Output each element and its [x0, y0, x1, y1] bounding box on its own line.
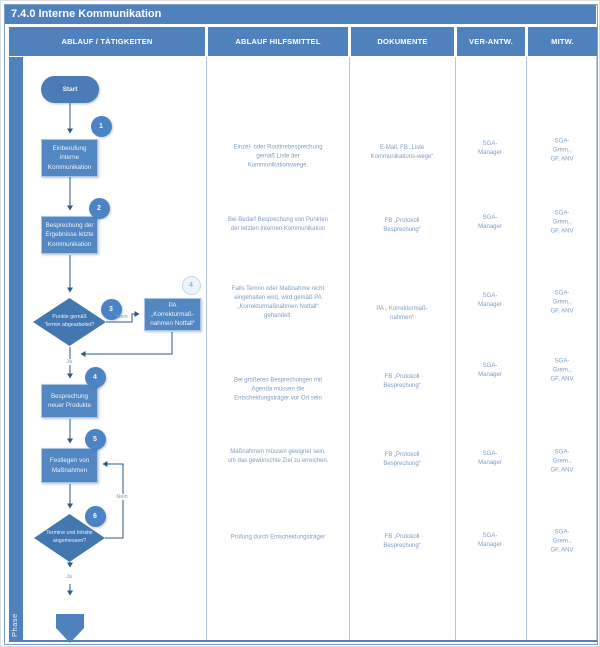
participants-cell-1: SGA- Grem., GF, ANV	[550, 138, 574, 163]
step1-box: Einberufung interne Kommunikation	[41, 139, 98, 177]
documents-cell-1: E-Mail, FB „Liste Kommunikations-wege“	[370, 145, 434, 160]
step4-number: 4	[84, 366, 106, 388]
start-node: Start	[41, 76, 99, 103]
participants-cell-5: SGA- Grem., GF, ANV	[550, 449, 574, 474]
table-right-border	[596, 57, 597, 640]
decision3-diamond	[33, 298, 106, 346]
step5-number: 5	[84, 428, 106, 450]
decision6-yes-label: Ja	[65, 574, 73, 580]
column-header-activities: ABLAUF / TÄTIGKEITEN	[9, 27, 205, 56]
decision6-no-label: Nein	[115, 494, 129, 500]
participants-cell-4: SGA- Grem., GF, ANV	[550, 358, 574, 383]
decision3-number: 3	[100, 298, 122, 320]
tools-cell-1: Einzel- oder Routinebesprechung gemäß Li…	[233, 144, 323, 169]
responsible-cell-2: SGA- Manager	[478, 215, 502, 230]
arrow-decision6-no	[102, 461, 124, 539]
offpage-connector	[56, 614, 84, 643]
tools-cell-6: Prüfung durch Entscheidungsträger	[230, 534, 326, 541]
tools-cell-3: Falls Termin oder Maßnahme nicht eingeha…	[231, 286, 325, 319]
page-border	[4, 4, 598, 645]
column-separator	[455, 57, 456, 640]
column-separator	[206, 57, 207, 640]
responsible-cell-1: SGA- Manager	[478, 141, 502, 156]
column-header-documents: DOKUMENTE	[351, 27, 454, 56]
step2-box: Besprechung der Ergebnisse letzte Kommun…	[41, 216, 98, 254]
documents-cell-2: FB „Protokoll Besprechung“	[383, 218, 421, 233]
phase-bar	[9, 57, 23, 640]
tools-cell-4: Bei größeren Besprechungen mit Agenda mü…	[233, 377, 323, 402]
documents-cell-3: PA „ Korrekturmaß- nahmen“	[376, 306, 428, 321]
step1-number: 1	[90, 115, 112, 137]
column-separator	[349, 57, 350, 640]
responsible-cell-3: SGA- Manager	[478, 293, 502, 308]
tools-cell-2: Bei Bedarf Besprechung von Punkten der l…	[227, 217, 329, 232]
column-header-responsible: VER-ANTW.	[457, 27, 525, 56]
responsible-cell-6: SGA- Manager	[478, 533, 502, 548]
responsible-cell-4: SGA- Manager	[478, 363, 502, 378]
decision3-no-label: Nein	[116, 314, 128, 320]
decision3-label: Punkte gemäß Termin abgearbeitet?	[44, 314, 95, 328]
step2-number: 2	[88, 197, 110, 219]
documents-cell-4: FB „Protokoll Besprechung“	[383, 374, 421, 389]
decision6-number: 6	[84, 505, 106, 527]
column-header-tools: ABLAUF HILFSMITTEL	[208, 27, 348, 56]
table-bottom-border	[9, 640, 597, 642]
participants-cell-2: SGA- Grem., GF, ANV	[550, 210, 574, 235]
step3a-box: PA „Korrekturmaß- nahmen Notfall“	[144, 298, 201, 331]
decision6-diamond	[34, 514, 105, 562]
step5-box: Festlegen von Maßnahmen	[41, 448, 98, 483]
decision3-yes-label: Ja	[65, 359, 73, 365]
participants-cell-3: SGA- Grem., GF, ANV	[550, 290, 574, 315]
documents-cell-5: FB „Protokoll Besprechung“	[383, 452, 421, 467]
decision6-label: Termine und Inhalte angemessen?	[46, 530, 93, 544]
arrow-decision3-no	[106, 311, 140, 323]
arrow-return-from-pa	[80, 332, 173, 357]
column-header-participants: MITW.	[528, 27, 597, 56]
page-title: 7.4.0 Interne Kommunikation	[5, 5, 596, 24]
step3a-number: 4	[181, 275, 201, 295]
participants-cell-6: SGA- Grem., GF, ANV	[550, 529, 574, 554]
step4-box: Besprechung neuer Produkte	[41, 384, 98, 418]
responsible-cell-5: SGA- Manager	[478, 451, 502, 466]
documents-cell-6: FB „Protokoll Besprechung“	[383, 534, 421, 549]
column-separator	[526, 57, 527, 640]
tools-cell-5: Maßnahmen müssen geeignet sein, um das g…	[227, 449, 329, 464]
